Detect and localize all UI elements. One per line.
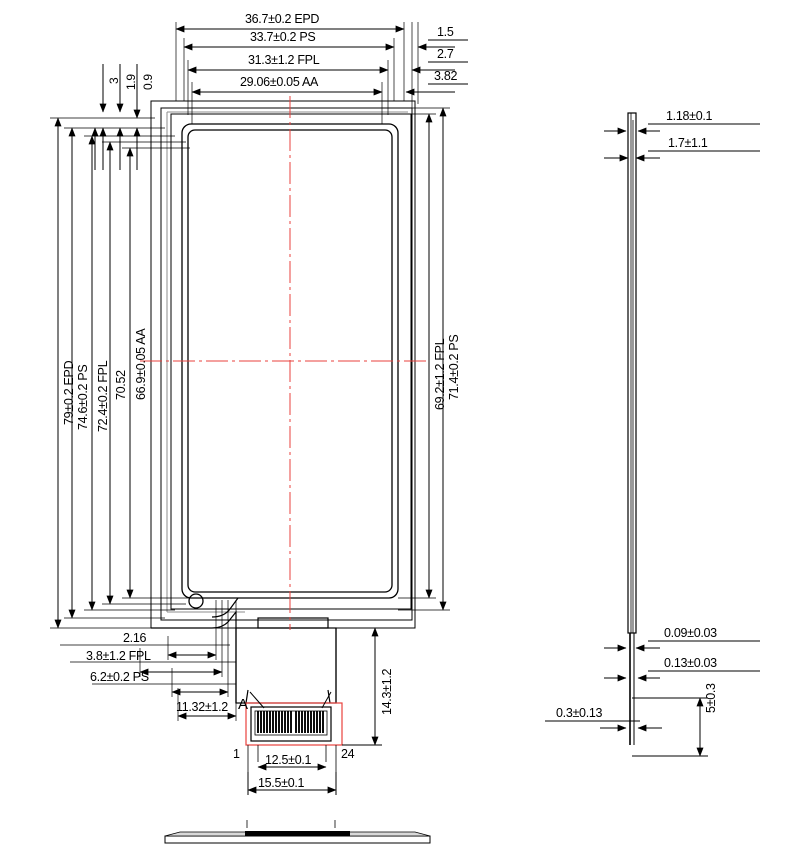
fpc-tail-outline (151, 597, 337, 704)
top-extension-lines (175, 22, 419, 124)
dim-right-offset-1-5: 1.5 (437, 25, 454, 39)
dim-thickness-0-13: 0.13±0.03 (664, 656, 717, 670)
dim-offset-0-9: 0.9 (141, 74, 155, 90)
dim-ps-height: 74.6±0.2 PS (76, 364, 90, 430)
front-view-outlines (150, 100, 416, 629)
side-view-profile (627, 112, 637, 745)
dim-aa-height: 66.9±0.05 AA (134, 328, 148, 400)
right-dimension-lines (425, 107, 447, 611)
dim-tail-0-3: 0.3±0.13 (556, 706, 603, 720)
top-dimension-lines (175, 25, 468, 96)
dim-offset-1-9: 1.9 (124, 74, 138, 90)
dim-fpl-width: 31.3±1.2 FPL (248, 53, 320, 67)
dim-thickness-1-7: 1.7±1.1 (668, 136, 708, 150)
bottom-left-dimension-lines (139, 651, 237, 720)
front-view-hidden-edges (166, 111, 408, 613)
right-extension-lines (398, 107, 450, 611)
dim-ps-width: 33.7±0.2 PS (250, 30, 316, 44)
side-view-dimension-lines (545, 123, 760, 757)
dim-offset-3: 3 (107, 77, 121, 84)
dim-epd-height: 79±0.2 EPD (62, 360, 76, 425)
dim-11-32: 11.32±1.2 (176, 700, 228, 714)
left-dimension-lines (54, 117, 134, 629)
connector-highlight-box (245, 702, 343, 746)
dim-right-offset-3-82: 3.82 (434, 69, 458, 83)
dim-ps-bottom: 6.2±0.2 PS (90, 670, 149, 684)
dim-2-16: 2.16 (123, 631, 147, 645)
dim-thickness-1-18: 1.18±0.1 (666, 109, 713, 123)
connector-pin-last: 24 (341, 747, 355, 761)
centre-lines (140, 96, 430, 630)
dim-connector-height: 14.3±1.2 (380, 668, 394, 715)
connector-pins (257, 711, 324, 733)
dim-fpl-bottom: 3.8±1.2 FPL (86, 649, 151, 663)
dim-mid-height: 70.52 (114, 370, 128, 400)
left-extension-lines (50, 117, 190, 629)
dim-fpl-right-height: 69.2±1.2 FPL (433, 338, 447, 410)
connector-dimension-lines (247, 627, 382, 795)
detail-label-a: A (238, 696, 248, 713)
alignment-hole (188, 593, 204, 609)
dim-fpl-height: 72.4±0.2 FPL (96, 360, 110, 432)
bottom-left-extension-lines (60, 600, 237, 721)
dim-aa-width: 29.06±0.05 AA (240, 75, 319, 89)
connector-pin-first: 1 (233, 747, 240, 761)
detail-leader-b (321, 691, 332, 709)
dim-thickness-0-09: 0.09±0.03 (664, 626, 717, 640)
bottom-side-profile (164, 820, 431, 844)
detail-leader-a (249, 691, 265, 709)
dim-right-offset-2-7: 2.7 (437, 47, 454, 61)
dim-connector-pitch: 12.5±0.1 (265, 753, 312, 767)
dim-tail-5: 5±0.3 (704, 683, 718, 713)
dim-epd-width: 36.7±0.2 EPD (245, 12, 320, 26)
dim-connector-width: 15.5±0.1 (258, 776, 305, 790)
dim-ps-right-height: 71.4±0.2 PS (447, 334, 461, 400)
